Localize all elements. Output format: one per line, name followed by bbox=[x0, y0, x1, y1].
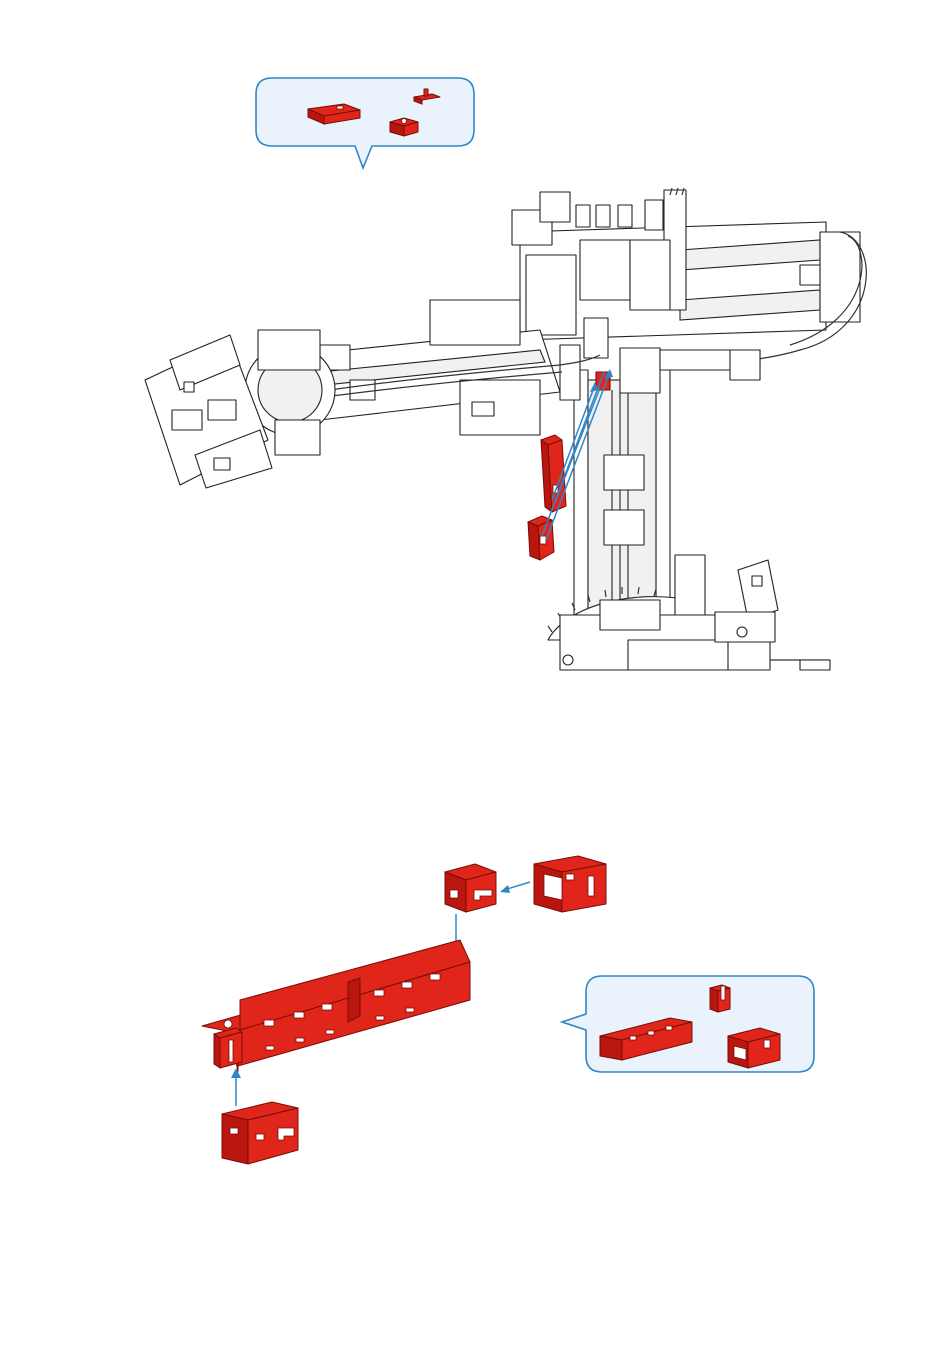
long-bracket-part bbox=[202, 940, 470, 1072]
robot-upper-beam bbox=[512, 188, 866, 365]
robot-gripper bbox=[145, 330, 335, 488]
corner-bracket-part bbox=[710, 985, 730, 1012]
cube-block-part bbox=[445, 864, 496, 912]
parts-callout bbox=[256, 78, 474, 168]
step-b-illustration bbox=[0, 820, 950, 1220]
box-bracket-part bbox=[534, 856, 606, 912]
u-bracket-part bbox=[222, 1068, 298, 1164]
step-a-illustration bbox=[0, 0, 950, 700]
building-block-with-stud-part bbox=[390, 118, 418, 136]
arrow-box-to-cube bbox=[500, 882, 530, 893]
red-angle-block-part bbox=[528, 516, 554, 560]
box-bracket-callout-part bbox=[728, 1028, 780, 1068]
parts-callout-b bbox=[562, 976, 814, 1072]
